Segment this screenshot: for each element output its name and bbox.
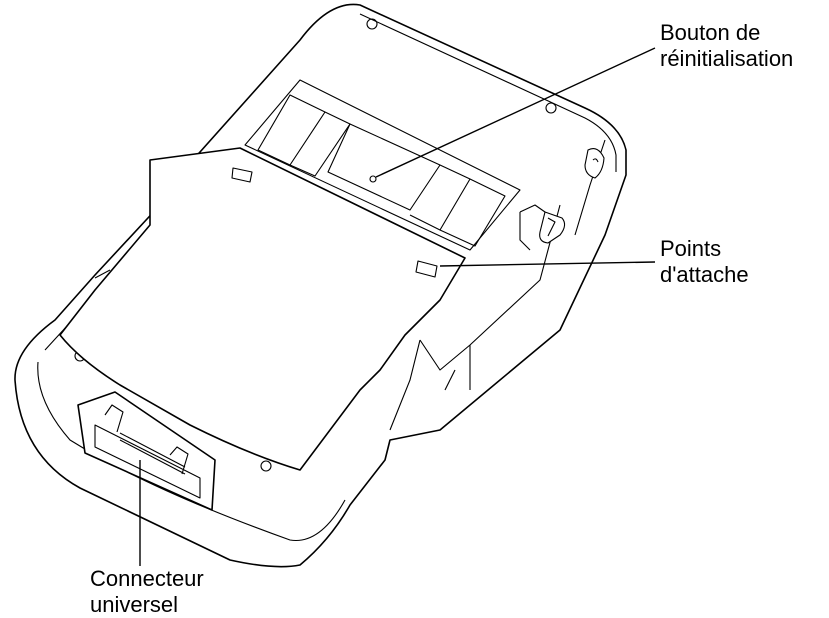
callout-attach-points: Points d'attache	[660, 236, 749, 288]
callout-reset-line-1: Bouton de	[660, 20, 761, 45]
back-cover	[59, 147, 466, 471]
side-controls	[519, 148, 605, 251]
screw-hole-top	[366, 18, 378, 30]
callout-attach-line-1: Points	[660, 236, 722, 261]
callout-reset-line-2: réinitialisation	[660, 46, 794, 71]
universal-connector	[77, 391, 216, 511]
attach-point-left	[231, 167, 253, 183]
callout-attach-line-2: d'attache	[660, 262, 749, 287]
callout-universal-connector: Connecteur universel	[90, 566, 204, 618]
leader-lines	[139, 47, 656, 566]
battery-compartment	[244, 79, 521, 251]
callout-reset-button: Bouton de réinitialisation	[660, 20, 793, 72]
screw-hole-bottom	[260, 460, 272, 472]
reset-button-hole	[369, 175, 377, 183]
screw-hole-right	[545, 102, 557, 114]
attach-point-right	[415, 260, 438, 278]
callout-connector-line-2: universel	[90, 592, 179, 617]
callout-connector-line-1: Connecteur	[90, 566, 204, 591]
leader-line-attach	[439, 261, 656, 267]
leader-line-reset	[375, 47, 656, 178]
